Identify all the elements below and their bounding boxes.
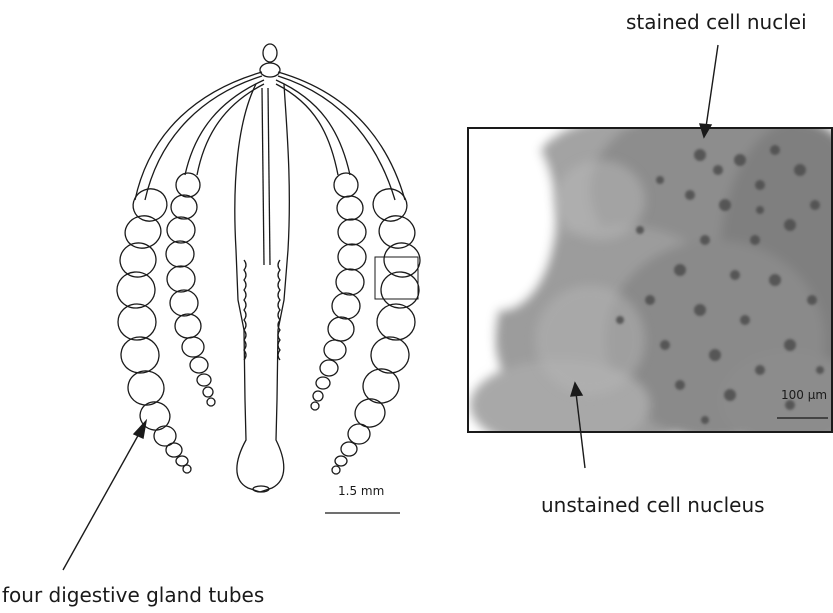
inner-left-tube-curve xyxy=(185,80,264,175)
organ-head-knob xyxy=(263,44,277,62)
label-digestive-gland-tubes: four digestive gland tubes xyxy=(2,583,264,607)
arrow-gland-tubes xyxy=(63,432,140,570)
label-stained-cell-nuclei: stained cell nuclei xyxy=(626,10,807,34)
gland-tube-outer-left xyxy=(116,184,191,473)
gland-tube-outer-right xyxy=(332,184,423,474)
label-unstained-cell-nucleus: unstained cell nucleus xyxy=(541,493,765,517)
gland-tube-inner-right xyxy=(311,173,366,410)
scale-label-drawing: 1.5 mm xyxy=(338,484,384,498)
organ-drawing xyxy=(116,44,423,492)
arrow-stained-nuclei xyxy=(706,45,718,127)
scale-label-micrograph: 100 µm xyxy=(781,388,827,402)
organ-head-collar xyxy=(260,63,280,77)
gland-tube-inner-left xyxy=(166,173,215,406)
micrograph xyxy=(445,100,833,450)
